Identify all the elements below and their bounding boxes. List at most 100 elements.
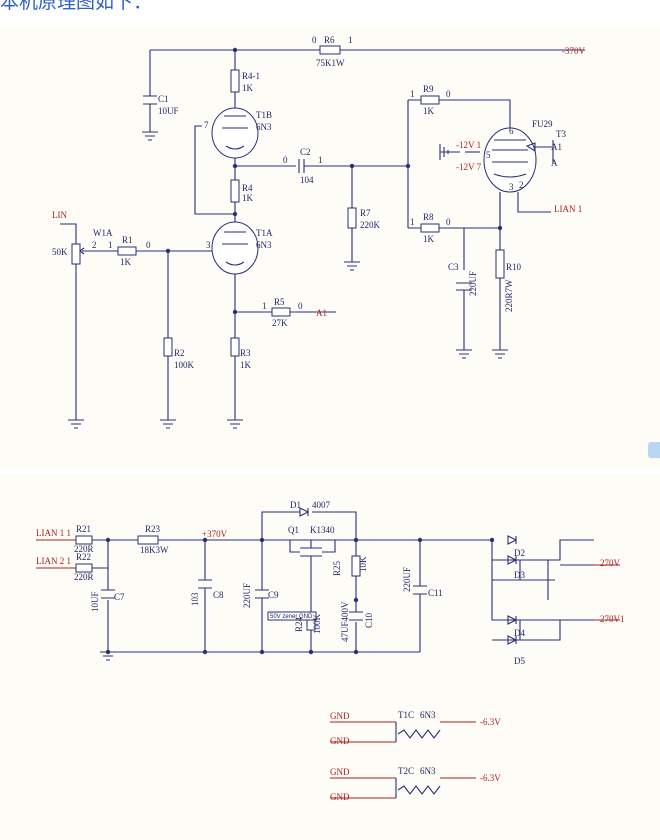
- label-r10: R10: [506, 262, 522, 272]
- label-gnd-4: GND: [330, 792, 350, 802]
- svg-text:1: 1: [318, 155, 323, 165]
- amplifier-junctions: [165, 47, 503, 315]
- label-r3-value: 1K: [240, 360, 252, 370]
- label-t1c-value: 6N3: [420, 710, 436, 720]
- tube-t1a: [211, 221, 259, 275]
- label-lian-1: LIAN 1: [554, 204, 582, 214]
- label-c10-value: 47UF400V: [340, 601, 350, 642]
- power-parts: [75, 507, 518, 661]
- label-t2c-value: 6N3: [420, 766, 436, 776]
- label-r9-value: 1K: [423, 106, 435, 116]
- svg-text:5: 5: [486, 150, 491, 160]
- svg-text:3: 3: [206, 240, 211, 250]
- label-r3: R3: [240, 348, 251, 358]
- amplifier-grounds: [68, 131, 508, 429]
- svg-text:3: 3: [509, 182, 514, 192]
- tube-fu29: [483, 127, 537, 193]
- label-gnd-1: GND: [330, 711, 350, 721]
- label-c11-value: 220UF: [402, 567, 412, 592]
- label-a1-top: A1: [551, 142, 562, 152]
- label-c10: C10: [364, 612, 374, 628]
- label-lian-1-1: LIAN 1 1: [36, 528, 71, 538]
- amplifier-wires: [60, 49, 585, 420]
- label-q1-value: K1340: [310, 525, 335, 535]
- label-c11: C11: [428, 588, 443, 598]
- label-c8-value: 103: [190, 592, 200, 606]
- label-r24-value: 100K: [312, 614, 322, 635]
- label-r25-value: 10K: [358, 556, 368, 572]
- heater-section: [330, 721, 476, 799]
- label-r1: R1: [122, 235, 133, 245]
- label-minus-12v-1: -12V 1: [456, 140, 481, 150]
- label-d5: D5: [514, 656, 525, 666]
- label-zener: 50V zener GND: [270, 614, 313, 620]
- label-t1c: T1C: [398, 710, 414, 720]
- label-minus-12v-7: -12V 7: [456, 162, 482, 172]
- amplifier-resistors: [71, 45, 505, 357]
- scroll-handle[interactable]: [648, 442, 660, 458]
- tube-t1b: [211, 107, 259, 159]
- label-r22-value: 220R: [74, 572, 94, 582]
- label-c1-value: 10UF: [158, 106, 179, 116]
- label-lian-2-1: LIAN 2 1: [36, 556, 71, 566]
- label-t3: T3: [556, 129, 566, 139]
- label-minus-370v: -370V: [562, 46, 585, 56]
- label-c3-value: 220UF: [468, 271, 478, 296]
- label-t2c: T2C: [398, 766, 414, 776]
- label-c1: C1: [158, 94, 169, 104]
- label-d1-value: 4007: [312, 500, 331, 510]
- label-c9: C9: [268, 590, 279, 600]
- label-r6-value: 75K1W: [316, 58, 345, 68]
- label-minus-6-3v-a: -6.3V: [480, 717, 501, 727]
- label-w1a: W1A: [93, 228, 113, 238]
- label-plus-370v: +370V: [202, 529, 228, 539]
- label-c2: C2: [300, 147, 311, 157]
- svg-text:1: 1: [410, 89, 415, 99]
- label-r2-value: 100K: [174, 360, 195, 370]
- label-c3: C3: [448, 262, 459, 272]
- svg-text:1: 1: [262, 301, 267, 311]
- svg-text:0: 0: [312, 35, 317, 45]
- label-r8-value: 1K: [423, 234, 435, 244]
- label-d3: D3: [514, 570, 525, 580]
- label-q1: Q1: [288, 525, 299, 535]
- label-lin: LIN: [52, 210, 67, 220]
- label-c7: C7: [114, 592, 125, 602]
- label-d2: D2: [514, 548, 525, 558]
- label-r24: R24: [294, 616, 304, 632]
- svg-text:0: 0: [283, 155, 288, 165]
- svg-text:1: 1: [348, 35, 353, 45]
- label-d1: D1: [290, 500, 301, 510]
- label-r1-value: 1K: [120, 257, 132, 267]
- label-t1b: T1B: [256, 110, 272, 120]
- label-a1-output: A1: [316, 308, 327, 318]
- label-t1a: T1A: [256, 228, 273, 238]
- power-wires: [36, 511, 620, 653]
- label-a-top: A: [551, 158, 558, 168]
- label-r5-value: 27K: [272, 318, 288, 328]
- svg-text:0: 0: [446, 217, 451, 227]
- label-r23: R23: [145, 524, 161, 534]
- svg-text:7: 7: [204, 120, 209, 130]
- power-labels: D1 4007 LIAN 1 1 LIAN 2 1 R21 220R R22 2…: [36, 500, 625, 802]
- svg-text:1: 1: [410, 217, 415, 227]
- label-t1a-value: 6N3: [256, 240, 272, 250]
- power-supply-schematic-panel: D1 4007 LIAN 1 1 LIAN 2 1 R21 220R R22 2…: [0, 474, 660, 840]
- power-junctions: [105, 537, 495, 655]
- label-r21: R21: [76, 524, 91, 534]
- label-r9: R9: [423, 84, 434, 94]
- label-gnd-2: GND: [330, 736, 350, 746]
- label-r8: R8: [423, 212, 434, 222]
- label-r6: R6: [324, 35, 335, 45]
- svg-text:2: 2: [519, 180, 524, 190]
- label-t1b-value: 6N3: [256, 122, 272, 132]
- label-r21-value: 220R: [74, 544, 94, 554]
- svg-text:6: 6: [509, 126, 514, 136]
- label-270v: 270V: [600, 558, 621, 568]
- label-r23-value: 18K3W: [140, 545, 169, 555]
- label-c7-value: 10UF: [90, 591, 100, 612]
- svg-text:0: 0: [446, 89, 451, 99]
- svg-text:1: 1: [108, 240, 113, 250]
- label-270v1: 270V1: [600, 614, 625, 624]
